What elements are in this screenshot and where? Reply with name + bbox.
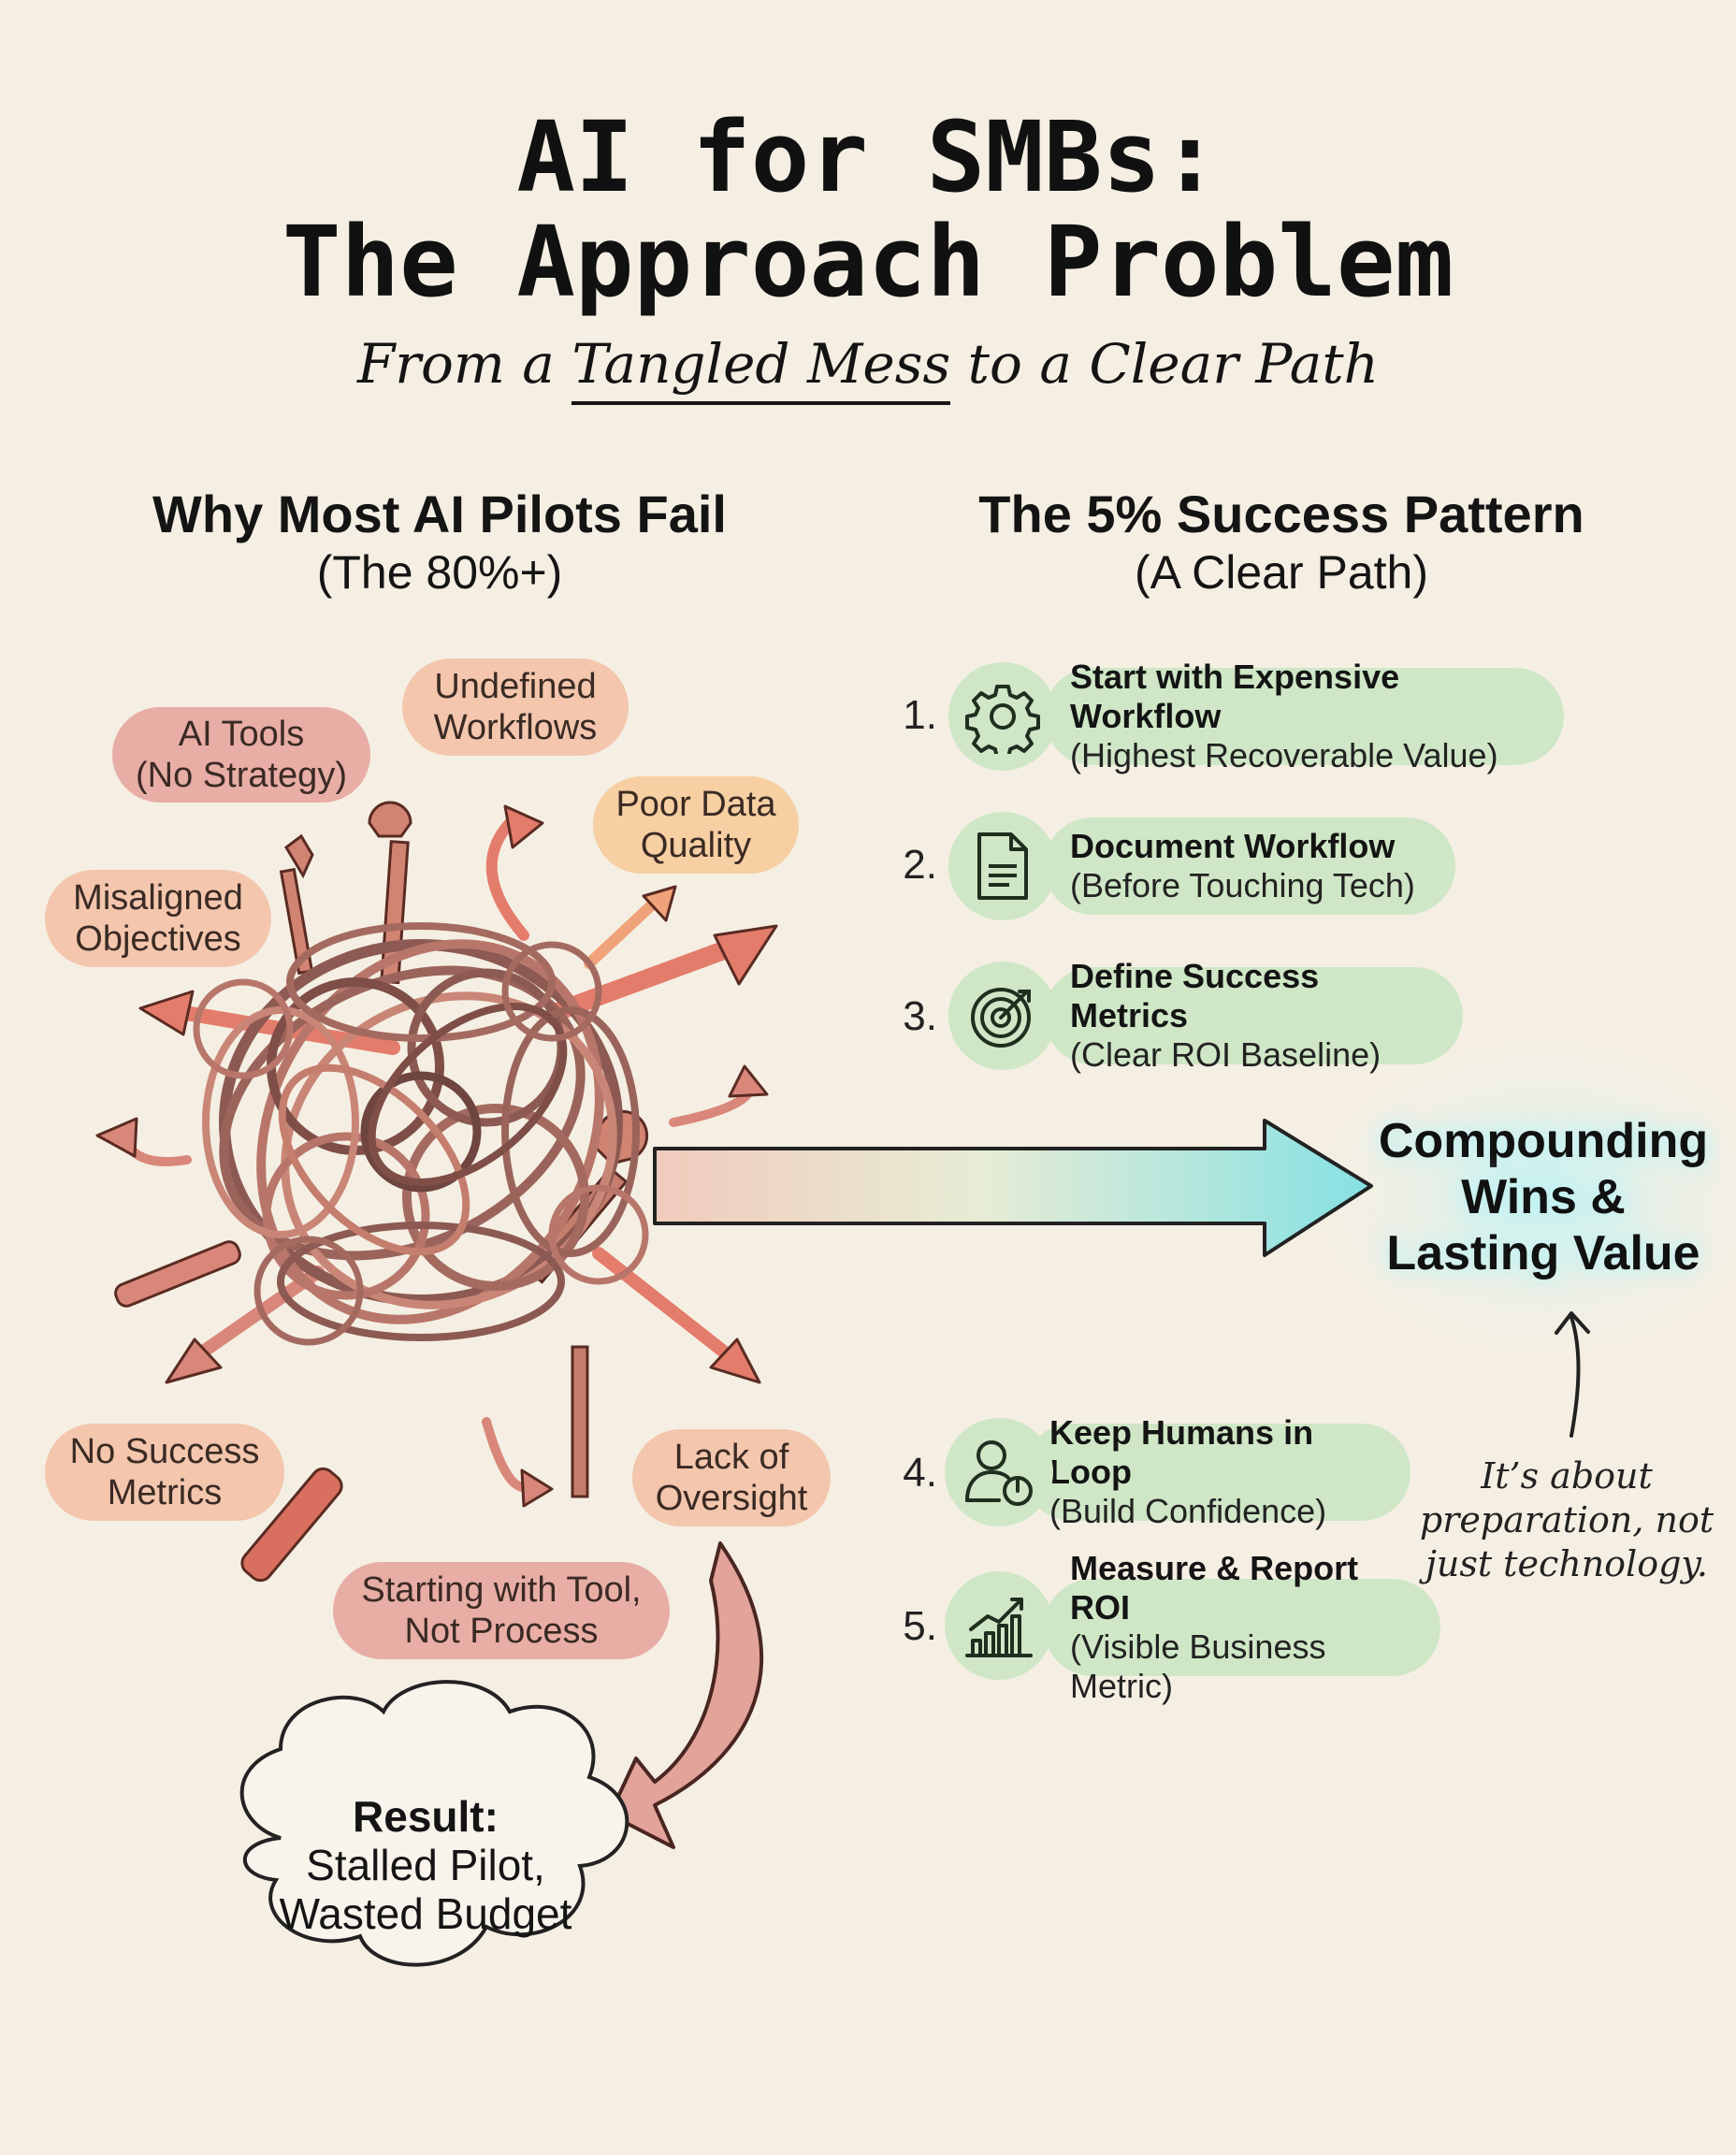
left-column-subheading: (The 80%+)	[316, 546, 563, 599]
outcome-line-3: Lasting Value	[1386, 1226, 1700, 1280]
failure-label-starting-with-tool: Starting with Tool,Not Process	[333, 1562, 670, 1659]
step-subtitle: (Highest Recoverable Value)	[1070, 736, 1498, 774]
label-line-2: Workflows	[433, 708, 598, 747]
title-line-2: The Approach Problem	[282, 205, 1454, 319]
handwritten-note: It’s about preparation, not just technol…	[1412, 1454, 1721, 1586]
step-subtitle: (Before Touching Tech)	[1070, 866, 1415, 904]
step-title: Measure & Report ROI	[1070, 1549, 1359, 1627]
document-icon	[948, 812, 1057, 920]
label-line-2: Oversight	[655, 1479, 808, 1518]
right-column-subheading: (A Clear Path)	[1134, 546, 1428, 599]
outcome-line-2: Wins &	[1461, 1170, 1626, 1224]
result-line-2: Wasted Budget	[279, 1889, 572, 1938]
tangled-mess	[193, 922, 649, 1346]
step-subtitle: (Visible Business Metric)	[1070, 1627, 1326, 1705]
step-title: Keep Humans in Loop	[1049, 1413, 1314, 1491]
label-line-2: (No Strategy)	[136, 756, 347, 795]
clear-path-arrow	[653, 1119, 1373, 1257]
step-number-3: 3.	[903, 993, 937, 1039]
growth-chart-icon	[945, 1571, 1053, 1680]
step-pill-1: Start with Expensive Workflow (Highest R…	[1044, 658, 1564, 774]
page-title: AI for SMBs: The Approach Problem	[0, 105, 1736, 314]
step-title: Start with Expensive Workflow	[1070, 658, 1400, 735]
label-line-1: Lack of	[673, 1438, 789, 1477]
label-line-2: Not Process	[404, 1612, 599, 1651]
label-line-2: Objectives	[75, 919, 241, 959]
left-column-heading: Why Most AI Pilots Fail	[152, 485, 727, 543]
subtitle-highlight: Tangled Mess	[571, 332, 951, 405]
step-title: Define Success Metrics	[1070, 957, 1320, 1034]
human-power-icon	[945, 1418, 1053, 1526]
note-line-2: preparation, not	[1419, 1499, 1714, 1540]
subtitle-part-1: From a	[356, 332, 572, 396]
step-pill-5: Measure & Report ROI (Visible Business M…	[1044, 1549, 1440, 1705]
step-pill-4: Keep Humans in Loop (Build Confidence)	[1023, 1413, 1410, 1530]
label-line-1: Poor Data	[615, 785, 776, 824]
label-line-2: Metrics	[107, 1473, 223, 1512]
radiating-arrows	[95, 804, 778, 1508]
step-number-5: 5.	[903, 1603, 937, 1649]
step-number-1: 1.	[903, 692, 937, 738]
result-text: Result: Stalled Pilot, Wasted Budget	[253, 1792, 599, 1938]
subtitle-part-2: to a Clear Path	[950, 332, 1380, 396]
label-line-2: Quality	[640, 826, 752, 865]
step-title: Document Workflow	[1070, 827, 1396, 865]
note-line-3: just technology.	[1425, 1543, 1708, 1584]
outcome-glow	[1300, 1029, 1736, 1366]
right-column-heading-block: The 5% Success Pattern (A Clear Path)	[954, 485, 1609, 600]
label-line-1: Misaligned	[73, 878, 243, 918]
label-line-1: AI Tools	[178, 715, 305, 754]
note-arrow	[1570, 1315, 1581, 1438]
label-line-1: Undefined	[434, 667, 597, 706]
outcome-line-1: Compounding	[1378, 1114, 1709, 1168]
title-line-1: AI for SMBs:	[516, 100, 1220, 214]
step-pill-2: Document Workflow (Before Touching Tech)	[1044, 817, 1455, 915]
result-arrow	[608, 1541, 764, 1849]
step-subtitle: (Clear ROI Baseline)	[1070, 1035, 1382, 1074]
result-line-1: Stalled Pilot,	[306, 1841, 545, 1889]
target-icon	[948, 962, 1057, 1070]
note-line-1: It’s about	[1481, 1455, 1653, 1497]
step-number-2: 2.	[903, 842, 937, 888]
result-label: Result:	[353, 1792, 499, 1841]
failure-label-ai-tools: AI Tools(No Strategy)	[112, 707, 370, 803]
outcome-text: Compounding Wins & Lasting Value	[1366, 1113, 1721, 1281]
left-column-heading-block: Why Most AI Pilots Fail (The 80%+)	[122, 485, 758, 600]
label-line-1: Starting with Tool,	[361, 1570, 642, 1610]
step-pill-3: Define Success Metrics (Clear ROI Baseli…	[1044, 957, 1463, 1074]
step-subtitle: (Build Confidence)	[1049, 1492, 1327, 1530]
page-subtitle: From a Tangled Mess to a Clear Path	[0, 332, 1736, 405]
step-number-4: 4.	[903, 1450, 937, 1496]
label-line-1: No Success	[69, 1432, 260, 1471]
result-cloud	[239, 1680, 629, 1967]
gear-icon	[948, 662, 1057, 771]
right-column-heading: The 5% Success Pattern	[978, 485, 1584, 543]
